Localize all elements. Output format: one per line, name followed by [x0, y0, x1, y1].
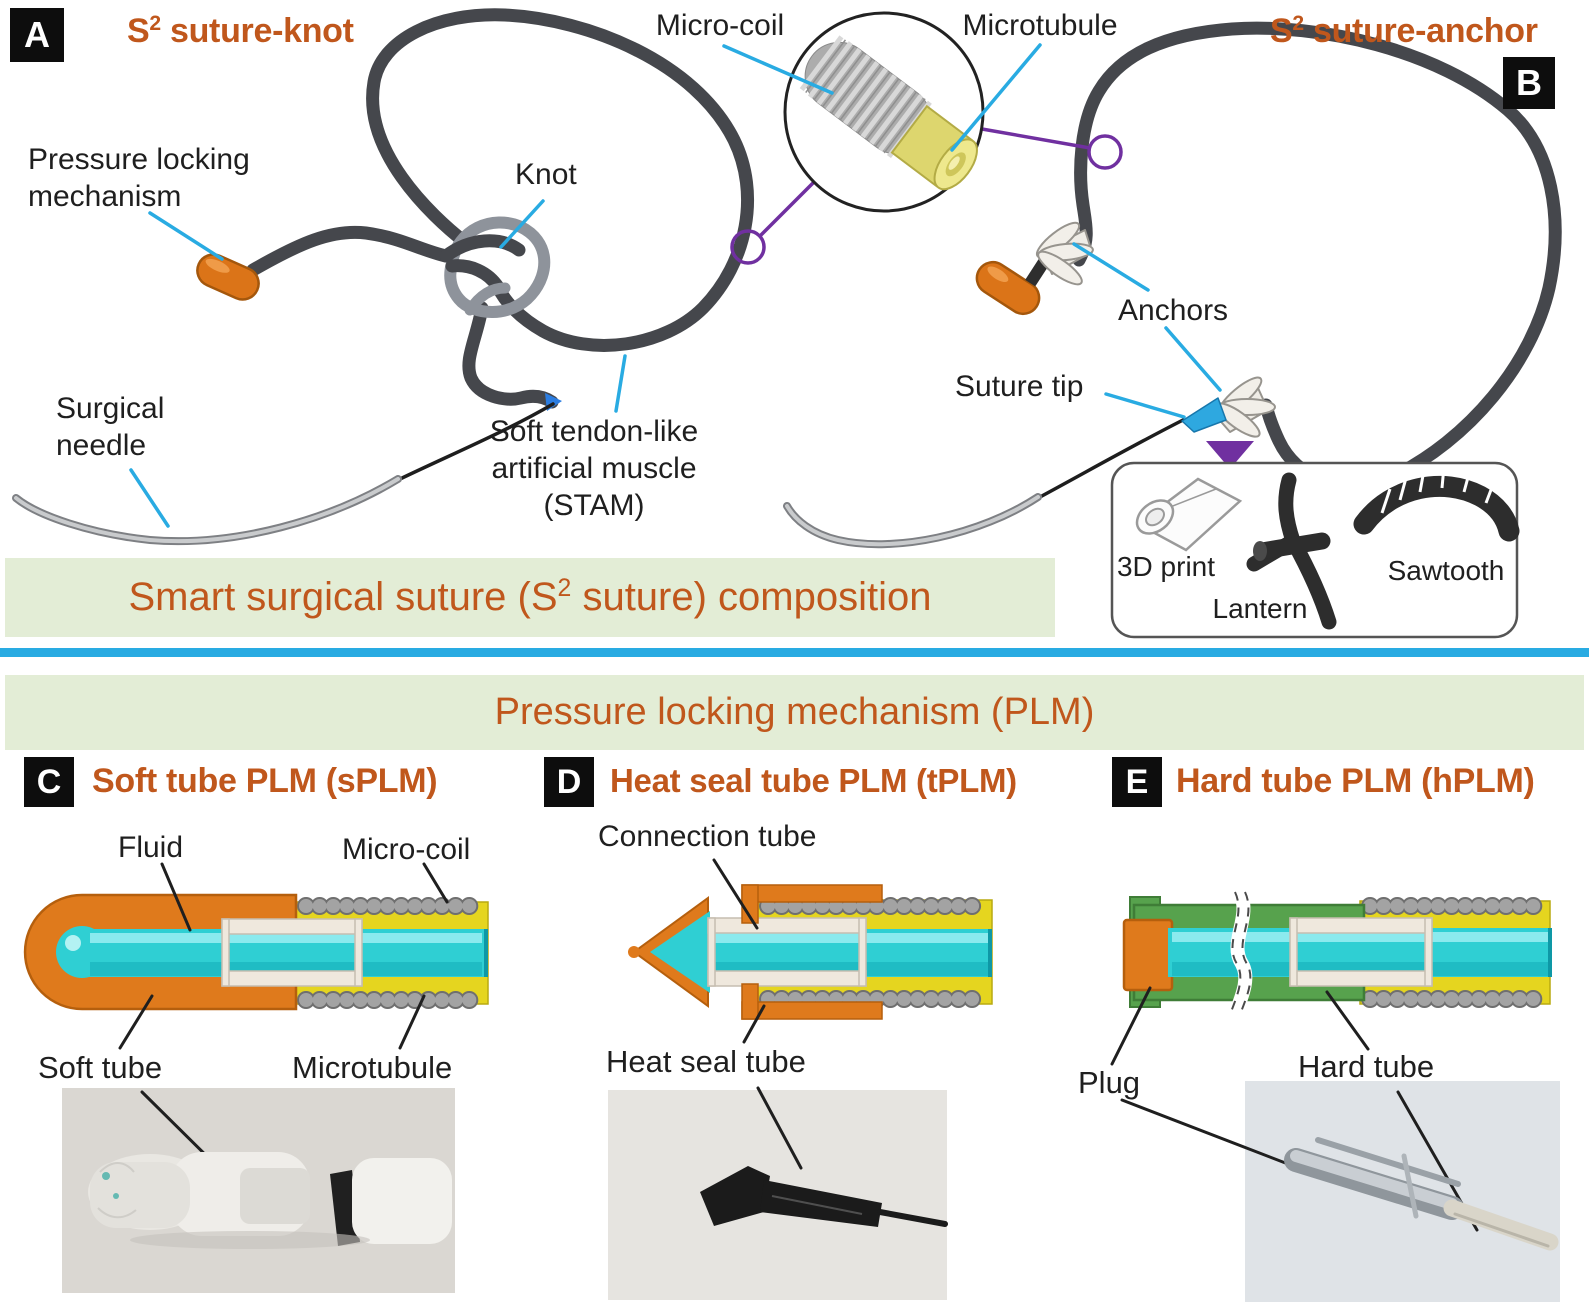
splm-diagram: [23, 893, 489, 1011]
panel-d-letter: D: [544, 757, 594, 807]
label-knot: Knot: [515, 158, 577, 191]
composition-banner: Smart surgical suture (S2 suture) compos…: [5, 558, 1055, 637]
panel-a-title: S2 suture-knot: [127, 12, 354, 50]
fluid-column: [1168, 928, 1552, 977]
magnifier-target-circle-left: [730, 229, 766, 265]
fluid-ball: [56, 926, 108, 978]
panel-c-title: Soft tube PLM (sPLM): [92, 762, 438, 800]
label-stam: Soft tendon-like artificial muscle (STAM…: [489, 415, 699, 522]
panel-c-letter: C: [24, 757, 74, 807]
3d-print-anchor-icon: [1135, 477, 1243, 552]
microtubule-render: [890, 104, 974, 188]
connection-tube-sleeve: [707, 917, 867, 987]
label-connection-tube: Connection tube: [598, 820, 817, 853]
sawtooth-anchor-icon: [1353, 465, 1520, 542]
label-microtubule-top: Microtubule: [962, 9, 1118, 42]
micro-coil-beads: [1361, 897, 1553, 1008]
label-soft-tube: Soft tube: [38, 1050, 163, 1085]
panel-e-letter: E: [1112, 757, 1162, 807]
microtubule-section: [1359, 900, 1551, 1005]
suture-swage-marker: [545, 393, 562, 411]
anchor-petals-rear: [1025, 221, 1094, 287]
fluid-column: [708, 929, 992, 977]
fluid-column: [82, 929, 486, 977]
hard-tube-body: [1132, 903, 1366, 1002]
label-hard-tube: Hard tube: [1298, 1049, 1435, 1084]
label-micro-coil-c: Micro-coil: [342, 833, 471, 866]
micro-coil-beads: [297, 897, 489, 1009]
suture-anchor-illustration: [783, 21, 1562, 549]
suture-tip-assembly: [1181, 376, 1276, 438]
heat-seal-cone: [632, 896, 709, 1008]
fluid-cone: [650, 911, 710, 993]
label-pressure-locking-mechanism: Pressure locking mechanism: [28, 143, 250, 213]
heat-seal-flange: [741, 884, 883, 1020]
soft-tube-body: [23, 893, 298, 1011]
microtubule-section: [295, 901, 489, 1005]
label-heat-seal-tube: Heat seal tube: [606, 1044, 806, 1079]
tplm-diagram: [628, 884, 993, 1020]
tplm-photo: [608, 1090, 947, 1300]
hplm-photo: [1245, 1081, 1560, 1302]
surgical-needle-a: [12, 475, 402, 546]
panel-e-title: Hard tube PLM (hPLM): [1176, 762, 1535, 800]
connection-sleeve: [221, 918, 363, 987]
hard-tube-collar: [1129, 896, 1161, 1008]
label-3d-print: 3D print: [1116, 551, 1216, 582]
plm-banner: Pressure locking mechanism (PLM): [5, 675, 1584, 750]
plm-capsule-b: [975, 260, 1041, 316]
plug: [1122, 918, 1174, 992]
label-surgical-needle: Surgical needle: [56, 392, 165, 462]
microtubule-section: [755, 899, 993, 1005]
connection-sleeve: [1289, 917, 1433, 987]
micro-coil-beads: [759, 897, 993, 1008]
plm-banner-text: Pressure locking mechanism (PLM): [494, 691, 1095, 733]
panel-b-title: S2 suture-anchor: [1270, 12, 1538, 50]
panel-b-letter: B: [1503, 57, 1555, 109]
panel-a-letter: A: [10, 8, 64, 62]
knot: [444, 216, 551, 318]
surgical-needle-b: [783, 493, 1042, 549]
panel-d-title: Heat seal tube PLM (tPLM): [610, 762, 1017, 799]
break-marks: [1229, 889, 1253, 1015]
section-divider: [0, 648, 1589, 657]
pointer-lines-panel-b: [1072, 242, 1222, 419]
micro-coil-render: [799, 35, 978, 191]
label-suture-tip: Suture tip: [955, 370, 1084, 403]
label-plug: Plug: [1078, 1065, 1141, 1100]
magnifier-target-circle-right: [1087, 134, 1123, 170]
label-anchors: Anchors: [1118, 294, 1229, 327]
label-microtubule-c: Microtubule: [292, 1050, 453, 1085]
suture-tip-cone: [1181, 397, 1227, 433]
label-lantern: Lantern: [1212, 593, 1308, 624]
hplm-diagram: [1122, 889, 1553, 1015]
composition-banner-text: Smart surgical suture (S2 suture) compos…: [128, 575, 932, 619]
anchor-detail-arrow: [1206, 441, 1254, 469]
label-fluid: Fluid: [118, 831, 184, 864]
label-micro-coil-top: Micro-coil: [655, 9, 785, 42]
splm-photo: [62, 1088, 455, 1293]
label-sawtooth: Sawtooth: [1387, 555, 1505, 586]
plm-capsule-a: [196, 253, 260, 301]
magnified-coil-inset: [722, 11, 1123, 265]
